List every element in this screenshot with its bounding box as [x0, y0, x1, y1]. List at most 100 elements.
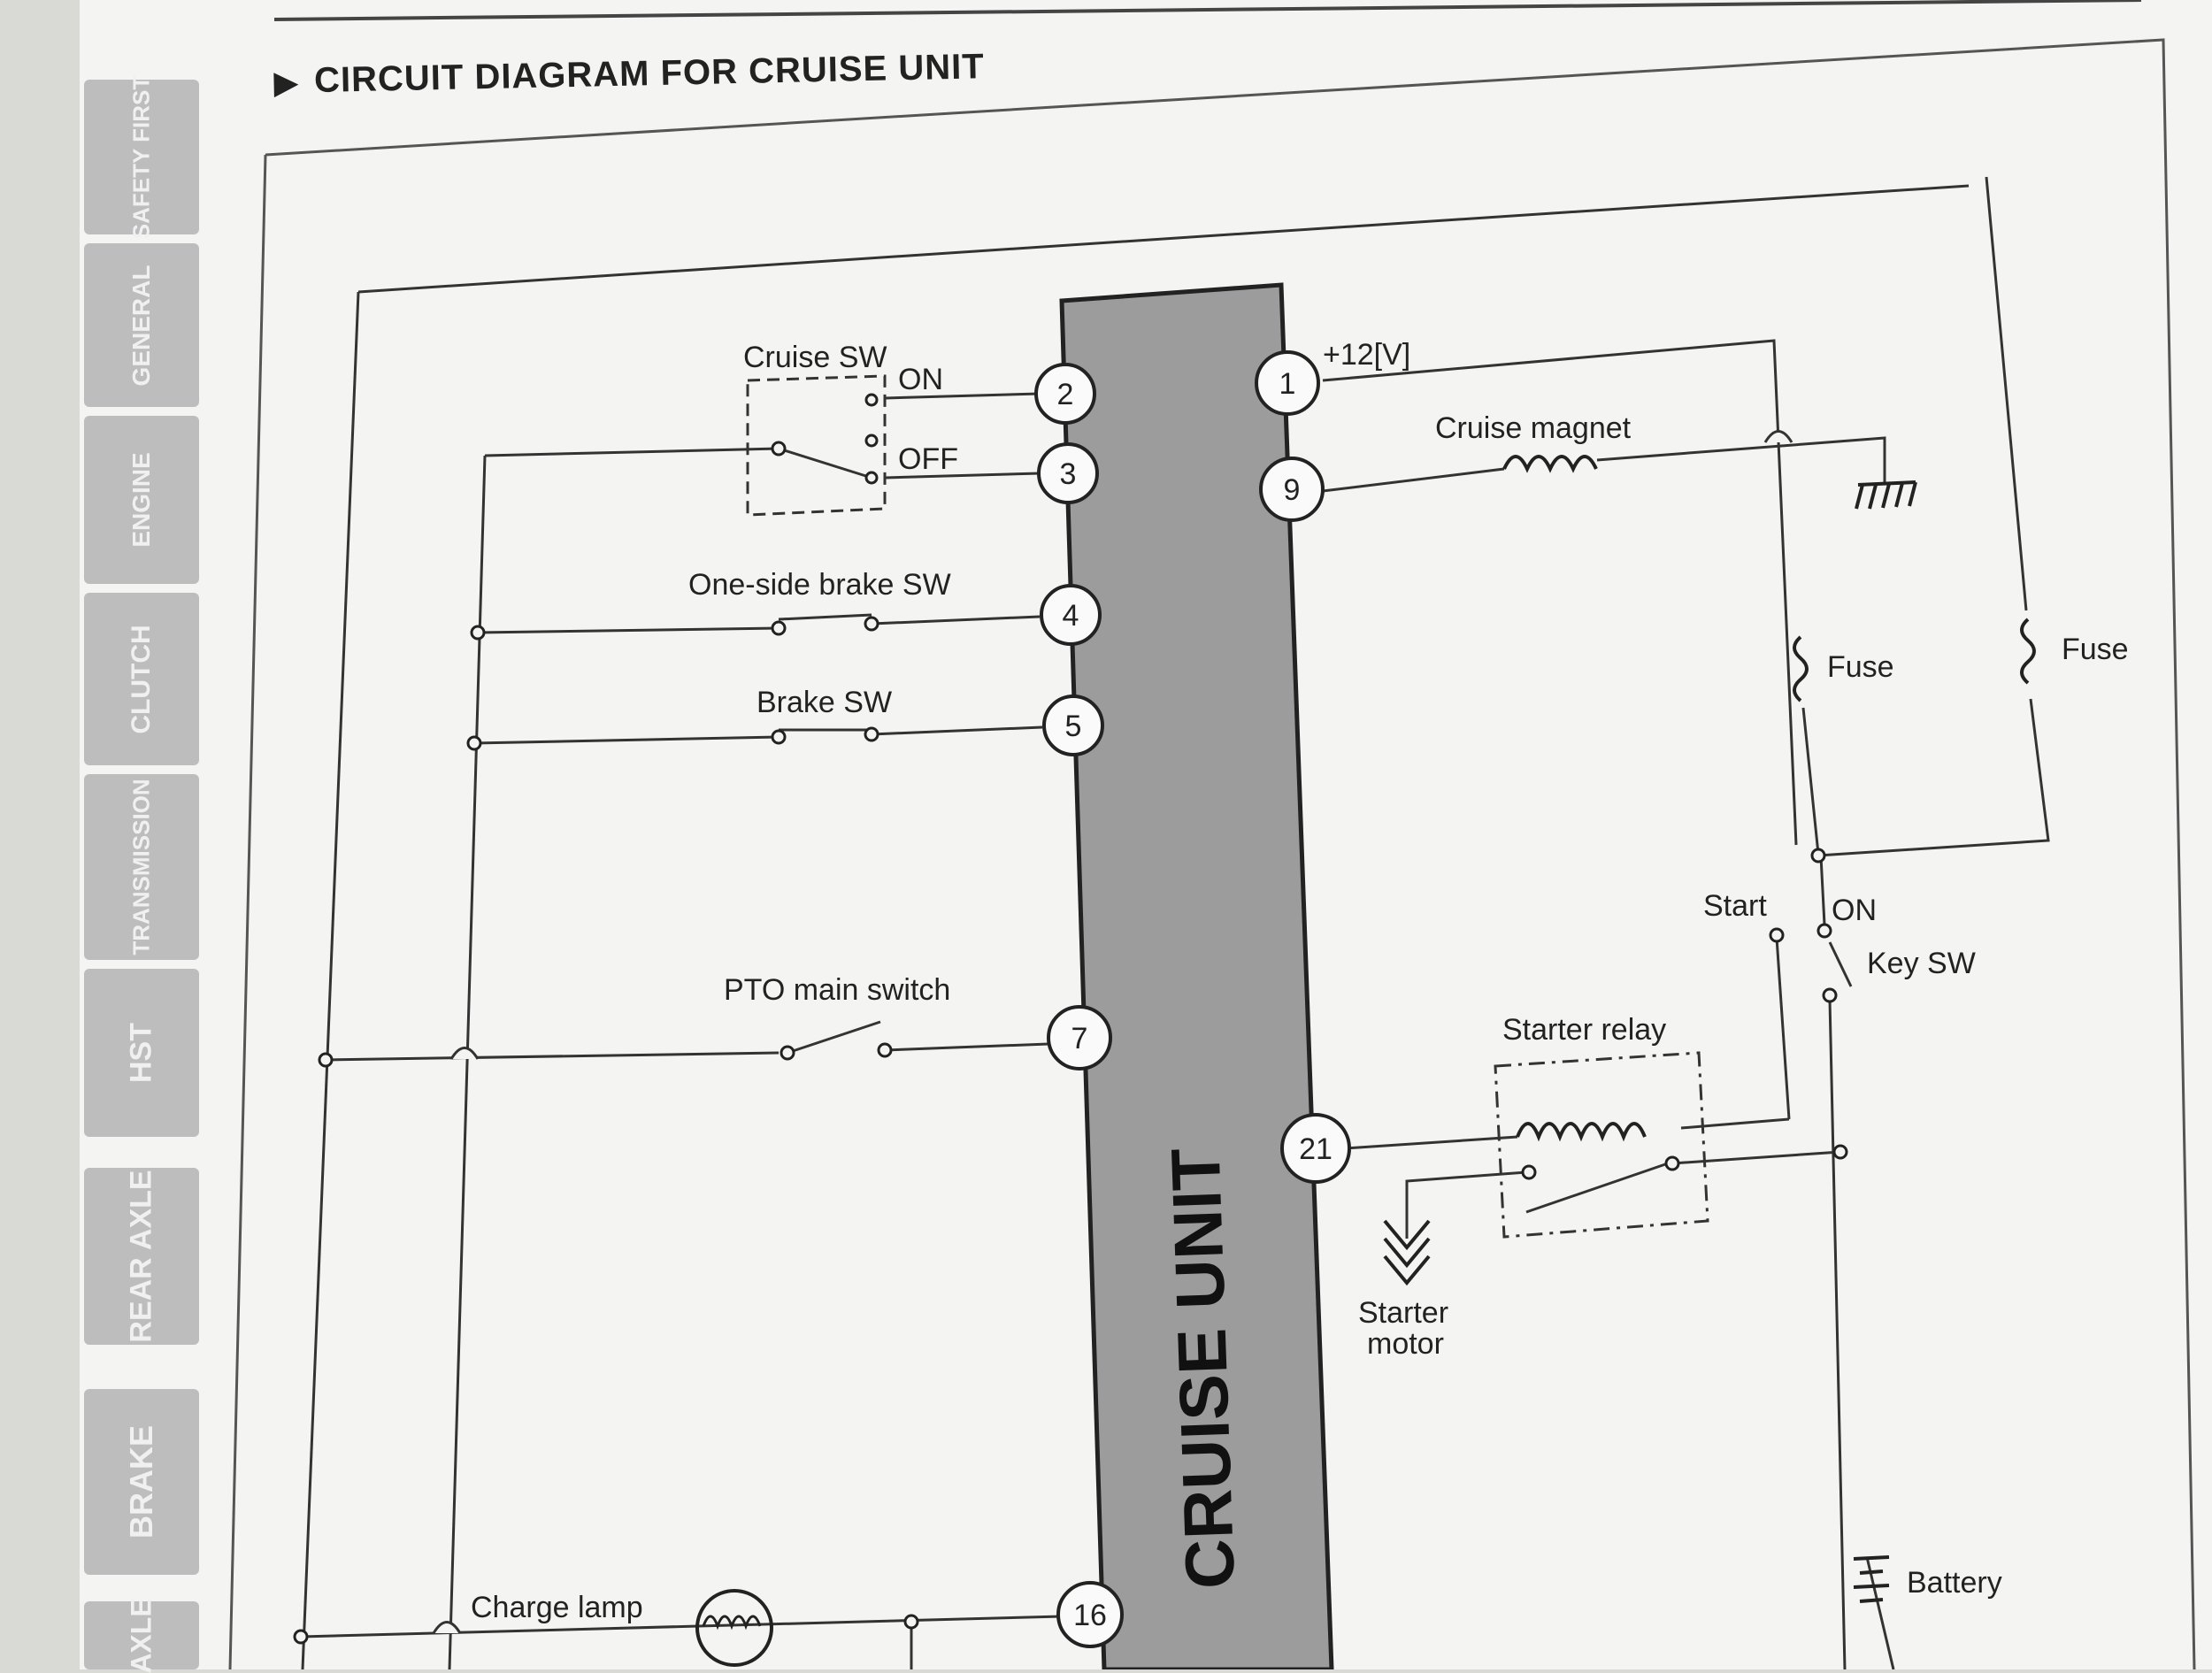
pto-main-switch-label: PTO main switch — [724, 973, 950, 1007]
pto-wire-left — [325, 1051, 780, 1062]
pin-21: 21 — [1280, 1113, 1351, 1184]
left-inner-bus — [448, 455, 487, 1669]
starter-motor-icon — [1383, 1219, 1431, 1286]
fuse1-wire-lower — [1801, 707, 1820, 855]
starter-motor-label-1: Starter — [1358, 1296, 1448, 1330]
fuse-1-label: Fuse — [1827, 650, 1894, 684]
svg-text:3: 3 — [1060, 457, 1077, 491]
pin21-wire — [1344, 1135, 1518, 1150]
charge-lamp-icon — [695, 1589, 773, 1667]
charge-lamp-wire — [300, 1615, 1063, 1638]
crossover-hump-1 — [449, 1047, 480, 1060]
crossover-hump-3 — [1763, 430, 1793, 443]
tab-safety-first[interactable]: SAFETY FIRST — [84, 75, 199, 239]
cruise-magnet-label: Cruise magnet — [1435, 411, 1632, 445]
battery-wire — [1865, 1556, 1895, 1669]
fuse-2-icon — [2020, 618, 2036, 685]
relay-coil-wire-right — [1680, 1117, 1790, 1130]
pin-9: 9 — [1259, 457, 1325, 522]
header-rule — [273, 0, 2142, 21]
brake-sw-label: Brake SW — [757, 686, 892, 719]
pin-7: 7 — [1047, 1005, 1112, 1071]
starter-relay-dashed-box — [1494, 1051, 1709, 1239]
fuse-2-label: Fuse — [2062, 633, 2129, 666]
plus12v-wire — [1322, 339, 1798, 846]
pin-16: 16 — [1056, 1581, 1124, 1648]
cruise-sw-on-label: ON — [898, 363, 943, 396]
pin-2: 2 — [1034, 363, 1096, 425]
cruise-sw-dashed-box — [746, 374, 887, 517]
tab-general[interactable]: GENERAL — [84, 243, 199, 407]
one-side-brake-wire-left — [477, 626, 780, 634]
plus12v-label: +12[V] — [1323, 338, 1410, 372]
fuse2-wire — [1985, 176, 2028, 611]
cruise-magnet-wire — [1322, 467, 1505, 493]
brake-sw-wire-left — [473, 735, 780, 745]
key-sw-blade — [1828, 941, 1853, 987]
diagram-frame — [265, 38, 2196, 1669]
key-on-label: ON — [1832, 894, 1877, 927]
tab-axle[interactable]: AXLE — [84, 1598, 199, 1673]
tab-transmission[interactable]: TRANSMISSION — [84, 774, 199, 960]
cruise-sw-off-out — [884, 472, 1041, 480]
svg-text:5: 5 — [1065, 710, 1082, 743]
pin-5: 5 — [1042, 695, 1104, 756]
tab-clutch[interactable]: CLUTCH — [84, 593, 199, 765]
starter-relay-coil — [1516, 1122, 1647, 1142]
svg-text:2: 2 — [1057, 378, 1074, 411]
battery-icon — [1853, 1555, 1890, 1603]
cruise-sw-label: Cruise SW — [743, 341, 887, 374]
tab-engine[interactable]: ENGINE — [84, 416, 199, 584]
tab-hst[interactable]: HST — [84, 969, 199, 1137]
svg-text:9: 9 — [1284, 473, 1301, 507]
one-side-brake-sw-label: One-side brake SW — [688, 568, 951, 602]
svg-text:7: 7 — [1071, 1022, 1088, 1055]
fuse2-wire-lower — [1817, 698, 2050, 857]
tab-rear-axle[interactable]: REAR AXLE — [84, 1168, 199, 1345]
key-sw-upper — [1819, 856, 1826, 925]
one-side-brake-contact — [778, 613, 872, 621]
one-side-brake-wire-right — [871, 615, 1041, 625]
svg-text:4: 4 — [1063, 599, 1079, 633]
junction-dots — [293, 625, 1848, 1645]
charge-lamp-label: Charge lamp — [471, 1591, 643, 1624]
relay-contact-blade — [1525, 1162, 1669, 1214]
pto-wire-right — [884, 1042, 1049, 1052]
tab-brake[interactable]: BRAKE — [84, 1389, 199, 1575]
cruise-sw-off-label: OFF — [898, 442, 958, 476]
diagram-frame-left — [228, 154, 267, 1669]
start-label: Start — [1703, 889, 1767, 923]
starter-motor-label-2: motor — [1367, 1327, 1444, 1361]
cruise-magnet-coil — [1502, 455, 1598, 473]
left-outer-bus — [301, 291, 360, 1669]
relay-contact-wire — [1671, 1150, 1841, 1165]
pin-4: 4 — [1040, 584, 1102, 646]
ground-icon — [1855, 480, 1917, 510]
key-sw-label: Key SW — [1867, 947, 1976, 980]
crossover-hump-2 — [432, 1621, 462, 1634]
left-frame-wire — [357, 184, 1970, 294]
svg-text:16: 16 — [1073, 1599, 1107, 1632]
battery-label: Battery — [1907, 1566, 2002, 1600]
fuse-1-icon — [1793, 635, 1809, 702]
pto-switch-blade — [787, 1020, 881, 1055]
cruise-sw-on-wire — [884, 392, 1041, 400]
section-tabs: SAFETY FIRST GENERAL ENGINE CLUTCH TRANS… — [0, 0, 204, 1673]
key-sw-lower — [1828, 999, 1847, 1669]
starter-motor-wire — [1405, 1170, 1527, 1239]
cruise-unit-label: CRUISE UNIT — [1156, 1147, 1249, 1590]
cruise-sw-blade — [778, 447, 872, 480]
brake-sw-wire-right — [871, 725, 1043, 736]
starter-relay-label: Starter relay — [1502, 1013, 1666, 1047]
svg-text:1: 1 — [1279, 367, 1296, 401]
switch-contacts — [771, 393, 1838, 1180]
start-wire — [1775, 937, 1791, 1120]
cruise-magnet-wire-2 — [1596, 436, 1886, 482]
pin-3: 3 — [1037, 442, 1099, 504]
charge-lamp-filament — [702, 1615, 762, 1631]
cruise-sw-off-wire — [484, 447, 780, 457]
cruise-unit-box — [1059, 282, 1334, 1669]
svg-text:21: 21 — [1299, 1132, 1333, 1166]
pin-1: 1 — [1255, 350, 1320, 416]
